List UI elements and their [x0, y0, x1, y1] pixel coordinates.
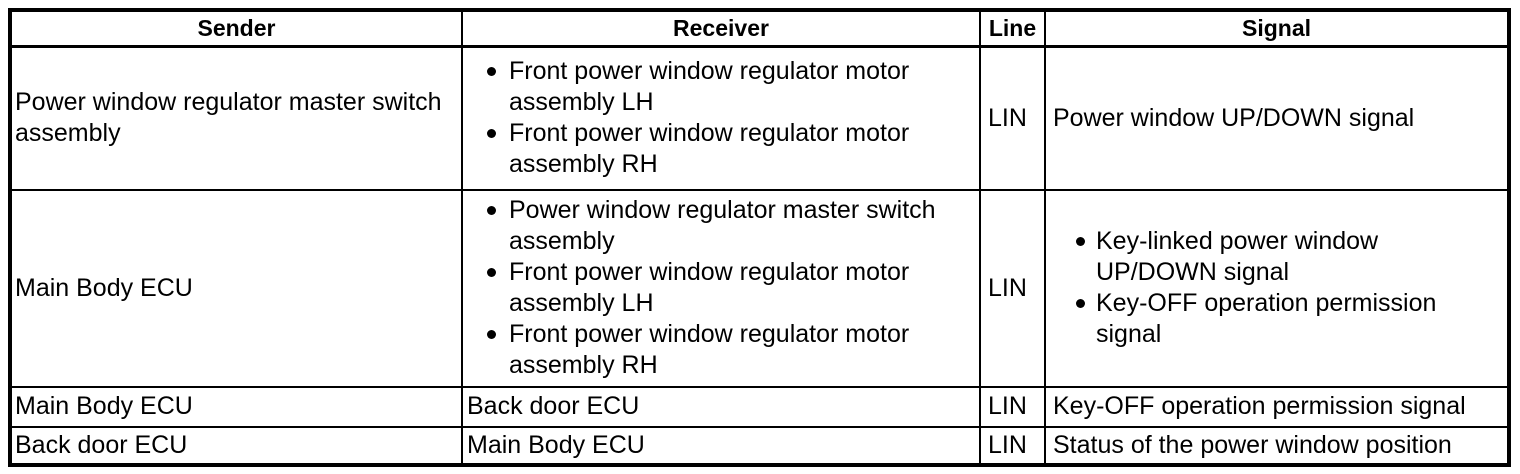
signal-item-text: Key-OFF operation permission signal — [1096, 289, 1437, 348]
bullet-icon — [487, 268, 496, 277]
line-cell: LIN — [979, 188, 1046, 388]
bullet-icon — [487, 129, 496, 139]
header-row: Sender Receiver Line Signal — [9, 9, 1510, 48]
list-item: Key-OFF operation permission signal — [1076, 288, 1507, 350]
column-header-signal: Signal — [1044, 9, 1510, 48]
signal-item-text: Key-linked power window UP/DOWN signal — [1096, 227, 1379, 286]
sender-cell: Main Body ECU — [9, 385, 463, 428]
table-row: Main Body ECU Power window regulator mas… — [9, 188, 1510, 388]
list-item: Key-linked power window UP/DOWN signal — [1076, 226, 1507, 288]
receiver-item-text: Front power window regulator motor assem… — [509, 57, 910, 117]
receiver-cell: Front power window regulator motor assem… — [461, 45, 981, 191]
line-cell: LIN — [979, 425, 1046, 466]
line-cell: LIN — [979, 385, 1046, 428]
signal-cell: Key-linked power window UP/DOWN signal K… — [1044, 188, 1510, 388]
list-item: Front power window regulator motor assem… — [487, 319, 978, 381]
receiver-item-text: Power window regulator master switch ass… — [509, 196, 936, 255]
table-row: Main Body ECU Back door ECU LIN Key-OFF … — [9, 385, 1510, 428]
lin-communication-table: Sender Receiver Line Signal Power window… — [8, 8, 1511, 467]
line-cell: LIN — [979, 45, 1046, 191]
sender-cell: Back door ECU — [9, 425, 463, 466]
sender-cell: Power window regulator master switch ass… — [9, 45, 463, 191]
list-item: Power window regulator master switch ass… — [487, 195, 978, 257]
bullet-icon — [487, 206, 496, 215]
bullet-icon — [1076, 237, 1085, 246]
column-header-line: Line — [979, 9, 1046, 48]
list-item: Front power window regulator motor assem… — [487, 257, 978, 319]
receiver-cell: Main Body ECU — [461, 425, 981, 466]
column-header-receiver: Receiver — [461, 9, 981, 48]
column-header-sender: Sender — [9, 9, 463, 48]
receiver-cell: Back door ECU — [461, 385, 981, 428]
signal-cell: Status of the power window position — [1044, 425, 1510, 466]
signal-cell: Key-OFF operation permission signal — [1044, 385, 1510, 428]
table-row: Power window regulator master switch ass… — [9, 45, 1510, 191]
signal-cell: Power window UP/DOWN signal — [1044, 45, 1510, 191]
receiver-item-text: Front power window regulator motor assem… — [509, 119, 910, 179]
bullet-icon — [1076, 299, 1085, 308]
receiver-item-text: Front power window regulator motor assem… — [509, 258, 910, 317]
list-item: Front power window regulator motor assem… — [487, 118, 978, 180]
bullet-icon — [487, 330, 496, 339]
receiver-cell: Power window regulator master switch ass… — [461, 188, 981, 388]
list-item: Front power window regulator motor assem… — [487, 56, 978, 118]
sender-cell: Main Body ECU — [9, 188, 463, 388]
receiver-item-text: Front power window regulator motor assem… — [509, 320, 910, 379]
bullet-icon — [487, 67, 496, 77]
table-row: Back door ECU Main Body ECU LIN Status o… — [9, 425, 1510, 466]
